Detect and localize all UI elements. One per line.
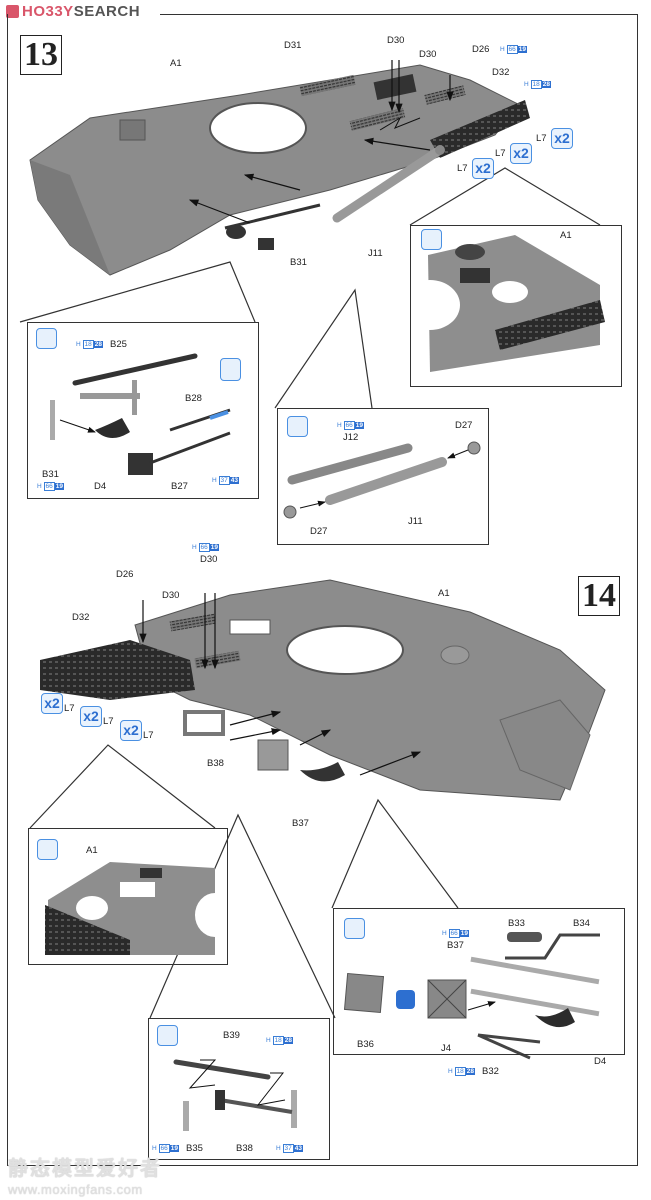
glue-icon [287,416,308,437]
quantity-x2-badge: x2 [41,693,63,714]
label-b37: B37 [447,940,464,951]
label-a1: A1 [560,230,572,241]
glue-icon [157,1025,178,1046]
step14-detail-bottom-callout [148,1018,330,1160]
page-frame [7,14,638,1166]
label-j11: J11 [368,248,383,259]
step13-detail-left-parts [50,353,231,475]
label-a1: A1 [86,845,98,856]
label-l7: L7 [103,716,114,727]
label-d26: D26 [116,569,134,580]
label-b38: B38 [236,1143,253,1154]
step14-detail-left-parts [45,862,235,955]
label-a1: A1 [170,58,182,69]
label-b25: B25 [110,339,127,350]
label-b28: B28 [185,393,202,404]
label-b37: B37 [292,818,309,829]
label-l7: L7 [64,703,75,714]
quantity-x2-badge: x2 [510,143,532,164]
label-a1: A1 [438,588,450,599]
label-d32: D32 [492,67,510,78]
moxingfans-watermark: 静态模型爱好者 [8,1158,162,1180]
label-b34: B34 [573,918,590,929]
label-j4: J4 [441,1043,452,1054]
step13-detail-right-parts [400,235,605,372]
glue-icon [37,839,58,860]
quantity-x2-badge: x2 [120,720,142,741]
quantity-x2-badge: x2 [80,706,102,727]
step14-detail-right-parts [343,932,600,1060]
label-b36: B36 [357,1039,374,1050]
label-d31: D31 [284,40,302,51]
hobby-search-watermark: HO33YSEARCH [6,3,140,20]
label-d27: D27 [455,420,473,431]
quantity-x2-badge: x2 [551,128,573,149]
label-d4: D4 [94,481,107,492]
label-b31: B31 [290,257,307,268]
step14-detail-right-callout [333,908,625,1055]
label-d30: D30 [387,35,405,46]
glue-icon [36,328,57,349]
step13-detail-center-callout [277,408,489,545]
label-l7: L7 [536,133,547,144]
step13-detail-right-callout [410,225,622,387]
label-j12: J12 [343,432,359,443]
label-b32: B32 [482,1066,499,1077]
label-d30: D30 [419,49,437,60]
label-l7: L7 [457,163,468,174]
moxingfans-url: www.moxingfans.com [8,1182,143,1197]
label-d30: D30 [162,590,180,601]
label-b33: B33 [508,918,525,929]
label-b27: B27 [171,481,188,492]
label-b38: B38 [207,758,224,769]
step-13-number: 13 [20,35,62,75]
alternate-option-icon [396,990,415,1009]
step14-hull [40,579,606,801]
step13-detail-center-parts [283,441,481,519]
label-j11: J11 [408,516,423,527]
label-b39: B39 [223,1030,240,1041]
step14-detail-left-callout [28,828,228,965]
step13-hull [29,60,530,276]
step14-detail-bottom-parts [173,1059,297,1131]
glue-icon [344,918,365,939]
page-frame-top [160,14,638,15]
label-b35: B35 [186,1143,203,1154]
label-d26: D26 [472,44,490,55]
quantity-x2-badge: x2 [472,158,494,179]
label-d30: D30 [200,554,218,565]
label-d27: D27 [310,526,328,537]
paint-icon [220,358,241,381]
brand-logo-icon [6,5,19,18]
label-d4: D4 [594,1056,607,1067]
step-14-number: 14 [578,576,620,616]
glue-icon [421,229,442,250]
step13-detail-left-callout [27,322,259,499]
label-b31: B31 [42,469,59,480]
label-l7: L7 [143,730,154,741]
label-l7: L7 [495,148,506,159]
label-d32: D32 [72,612,90,623]
